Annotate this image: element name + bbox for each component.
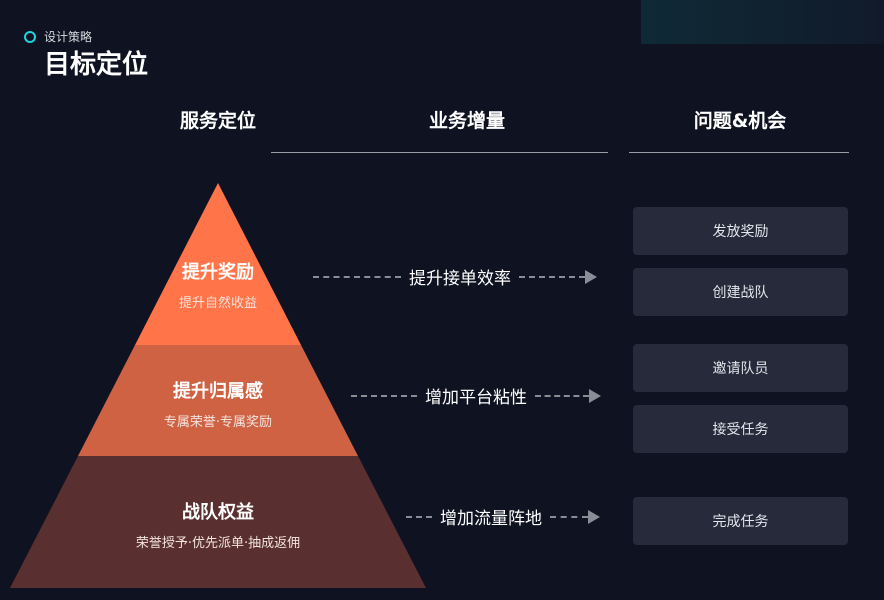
tier-subtitle: 专属荣誉·专属奖励	[163, 415, 273, 430]
arrow-right-icon	[588, 509, 600, 524]
column-header-issues: 问题&机会	[693, 110, 787, 132]
divider	[629, 152, 849, 153]
card-create-team[interactable]: 创建战队	[633, 268, 848, 316]
tier-label-middle: 提升归属感专属荣誉·专属奖励	[68, 377, 368, 430]
tier-title: 战队权益	[182, 502, 254, 523]
flow-label: 增加流量阵地	[440, 509, 542, 529]
pyramid-tier-middle	[78, 345, 358, 456]
flow-row: 增加平台粘性	[351, 383, 601, 408]
card-accept-task[interactable]: 接受任务	[633, 405, 848, 453]
tier-subtitle: 提升自然收益	[178, 296, 257, 311]
flow-label: 提升接单效率	[409, 269, 511, 289]
arrow-right-icon	[585, 269, 597, 284]
card-complete-task[interactable]: 完成任务	[633, 497, 848, 545]
card-invite-members[interactable]: 邀请队员	[633, 344, 848, 392]
tier-title: 提升归属感	[173, 381, 263, 402]
tier-label-top: 提升奖励提升自然收益	[68, 258, 368, 311]
pyramid-tier-bottom	[10, 456, 426, 588]
flow-row: 增加流量阵地	[406, 504, 600, 529]
page-title: 目标定位	[44, 50, 149, 80]
arrow-right-icon	[589, 388, 601, 403]
section-text: 设计策略	[44, 30, 93, 44]
ring-icon	[24, 30, 36, 43]
column-header-service: 服务定位	[179, 110, 256, 132]
flow-label: 增加平台粘性	[425, 388, 527, 408]
section-label: 设计策略	[24, 28, 92, 45]
pyramid-tier-top	[135, 183, 301, 345]
tier-subtitle: 荣誉授予·优先派单·抽成返佣	[135, 536, 301, 551]
card-grant-rewards[interactable]: 发放奖励	[633, 207, 848, 255]
flow-row: 提升接单效率	[313, 264, 597, 289]
decorative-corner	[641, 0, 884, 44]
column-header-growth: 业务增量	[428, 110, 505, 132]
tier-title: 提升奖励	[182, 262, 254, 283]
divider	[271, 152, 608, 153]
tier-label-bottom: 战队权益荣誉授予·优先派单·抽成返佣	[68, 498, 368, 551]
